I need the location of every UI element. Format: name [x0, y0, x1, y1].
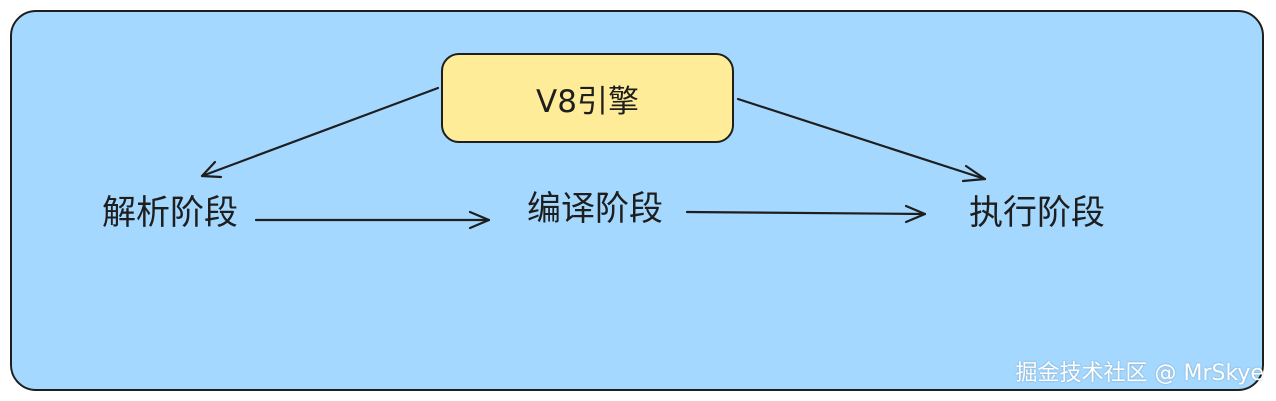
parse-stage-label: 解析阶段	[102, 193, 238, 233]
arrow-compile-to-execute	[685, 210, 927, 216]
compile-stage-label: 编译阶段	[527, 189, 663, 229]
execute-stage-label: 执行阶段	[969, 193, 1105, 233]
watermark-text: 掘金技术社区 @ MrSkye	[1015, 361, 1265, 386]
arrowhead-parse-to-compile	[468, 210, 491, 230]
arrowhead-compile-to-execute	[904, 204, 927, 224]
arrowhead-engine-to-execute	[961, 164, 987, 183]
v8-engine-label: V8引擎	[536, 83, 639, 120]
arrow-engine-to-execute	[736, 97, 987, 181]
arrow-engine-to-parse	[200, 86, 440, 178]
arrowhead-engine-to-parse	[200, 160, 223, 179]
v8-engine-node: V8引擎	[441, 53, 734, 143]
